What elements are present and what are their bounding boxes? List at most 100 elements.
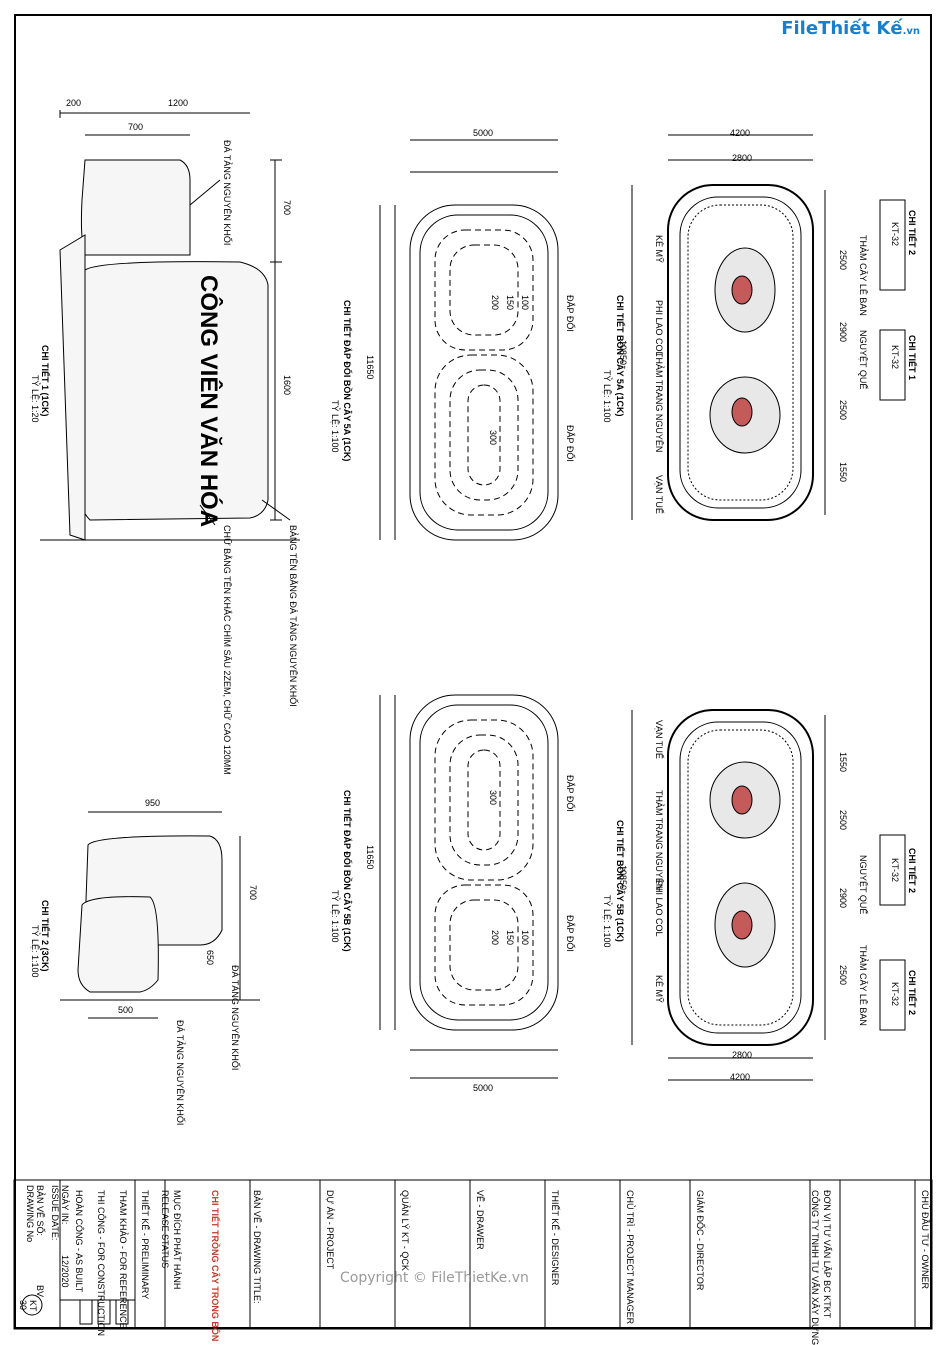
mound5a-contour-200: 200 [490,295,500,311]
tb-release-label: MỤC ĐÍCH PHÁT HÀNH [172,1190,182,1290]
tb-status-0: THIẾT KẾ - PRELIMINARY [140,1190,150,1300]
bed5b-callout-2-code: KT-32 [890,982,900,1007]
bed5a-callout-1-code: KT-32 [890,222,900,247]
bed5a-dim-2500a: 2500 [838,250,848,271]
mound5a-contour-150: 150 [505,295,515,311]
watermark: Copyright © FileThietKe.vn [340,1270,529,1286]
bed5b-callout-1-title[interactable]: CHI TIẾT 2 [907,848,917,894]
dim-1600: 1600 [282,375,292,396]
bed5a-plant-0: KÈ MỸ [654,235,664,264]
bed5b-plant-5: THẢM CÂY LÊ BAN [858,945,868,1026]
tb-status-3: HOÀN CÔNG - AS BUILT [74,1190,84,1293]
mound5b-contour-300: 300 [488,790,498,806]
dim-950: 950 [145,798,161,808]
detail1-note-1: ĐÁ TẢNG NGUYÊN KHỐI [222,140,232,246]
bed5a-callout-1-title[interactable]: CHI TIẾT 2 [907,210,917,256]
bed5a-scale: TỶ LỆ: 1:100 [602,370,612,423]
mound5b-contour-150: 150 [505,930,515,946]
tb-sheet-no: 30 [18,1300,28,1311]
bed5b-plant-0: VẠN TUẾ [654,720,664,759]
bed5a-plant-3: VẠN TUẾ [654,475,664,514]
bed5b-dim-2500a: 2500 [838,810,848,831]
dim-500: 500 [118,1005,134,1015]
mound5a-contour-100: 100 [520,295,530,311]
bed5b-callout-2-title[interactable]: CHI TIẾT 2 [907,970,917,1016]
bed5b-scale: TỶ LỆ: 1:100 [602,895,612,948]
site-logo[interactable]: FileThiết Kế.vn [781,18,920,39]
detail2-title: CHI TIẾT 2 (3CK) [40,900,50,972]
engraving-text: CÔNG VIÊN VĂN HÓA [195,275,222,528]
tb-drawing-no: BV [35,1285,45,1298]
bed5b-inner-width: 2800 [732,1050,753,1060]
bed5a-dim-2500b: 2500 [838,400,848,421]
mound5b-label-1: ĐẮP ĐỔI [565,775,575,812]
tb-company: CÔNG TY TNHH TƯ VẤN XÂY DỰNG [810,1190,820,1345]
tb-issue-label-en: ISSUE DATE: [50,1185,60,1241]
tb-drawing-no-label: BẢN VẼ SỐ: [35,1185,45,1237]
bed5b-width: 4200 [730,1072,751,1082]
detail2-note-2: ĐÁ TẢNG NGUYÊN KHỐI [175,1020,185,1126]
bed5a-dim-1550: 1550 [838,462,848,483]
mound5b-title: CHI TIẾT ĐẮP ĐỔI BỒN CÂY 5B (1CK) [342,790,352,952]
dim-1200: 1200 [168,98,189,108]
bed5b-plant-1: THẢM TRANG NGUYÊN [654,790,664,891]
mound5b-overall: 11650 [365,845,375,870]
tb-project: DỰ ÁN - PROJECT [325,1190,335,1270]
tb-consultant: ĐƠN VỊ TƯ VẤN LẬP BC KTKT [822,1190,832,1319]
bed5b-callout-1-code: KT-32 [890,858,900,883]
detail1-stones [40,110,300,541]
bed-5b-plan [631,709,826,1081]
mound-5b-outline [379,694,559,1079]
bed5b-dim-1550: 1550 [838,752,848,773]
mound5a-width: 5000 [473,128,494,138]
mound5b-label-2: ĐẮP ĐỔI [565,915,575,952]
mound5b-scale: TỶ LỆ: 1:100 [330,890,340,943]
dim-200: 200 [66,98,82,108]
tb-checker: QUẢN LÝ KT - QCK [400,1190,410,1271]
detail1-scale: TỶ LỆ: 1:20 [30,375,40,423]
dim-700: 700 [248,885,258,901]
mound5a-title: CHI TIẾT ĐẮP ĐỔI BỒN CÂY 5A (1CK) [342,300,352,462]
mound5a-label-2: ĐẮP ĐỔI [565,425,575,462]
tb-status-2: THI CÔNG - FOR CONSTRUCTION [96,1190,106,1336]
tb-status-1: THAM KHẢO - FOR REFERENCE [118,1190,128,1329]
tb-issue-date: 12/2020 [60,1255,70,1288]
detail2-scale: TỶ LỆ: 1:100 [30,925,40,978]
tb-manager: CHỦ TRÌ - PROJECT MANAGER [625,1190,635,1325]
bed5b-plant-3: KÈ MỸ [654,975,664,1004]
bed5b-dim-2500b: 2500 [838,965,848,986]
dim-700a: 700 [128,122,144,132]
tb-owner: CHỦ ĐẦU TƯ - OWNER [920,1190,930,1290]
tb-drawer: VẼ - DRAWER [475,1190,485,1250]
detail1-note-2: BẢNG TÊN BẰNG ĐÁ TẢNG NGUYÊN KHỐI [288,525,298,707]
callout-boxes [879,199,906,1031]
bed5a-overall: 10850 [618,340,628,366]
tb-designer: THIẾT KẾ - DESIGNER [550,1190,560,1286]
bed5a-plant-1: PHI LAO COL [654,300,664,357]
tb-sheet-code: KT [28,1300,38,1312]
bed5a-callout-2-title[interactable]: CHI TIẾT 1 [907,335,917,381]
drawing-frame [14,14,932,1329]
mound5b-contour-100: 100 [520,930,530,946]
bed5a-plant-2: THẢM TRANG NGUYÊN [654,352,664,453]
tb-director: GIÁM ĐỐC - DIRECTOR [695,1190,705,1291]
bed5a-plant-4: THẢM CÂY LÊ BAN [858,235,868,316]
tb-drawing-no-label-en: DRAWING No [25,1185,35,1243]
bed5b-plant-4: NGUYỆT QUẾ [858,855,868,915]
detail2-stones [60,811,260,1019]
bed5a-dim-2900: 2900 [838,322,848,343]
mound5b-width: 5000 [473,1083,494,1093]
bed5a-callout-2-code: KT-32 [890,345,900,370]
dim-650: 650 [205,950,215,966]
tb-drawing-title-label: BẢN VẼ - DRAWING TITLE: [252,1190,262,1304]
dim-700b: 700 [282,200,292,216]
title-block [13,1179,933,1330]
mound5a-scale: TỶ LỆ: 1:100 [330,400,340,453]
bed5a-width: 4200 [730,128,751,138]
detail1-title: CHI TIẾT 1 (1CK) [40,345,50,417]
bed-5a-plan [631,134,826,521]
mound-5a-outline [379,139,559,541]
detail1-note-3: CHỮ BẰNG TÊN KHẮC CHÌM SÂU 2ZEM, CHỮ CAO… [222,525,232,775]
mound5a-overall: 11650 [365,355,375,380]
